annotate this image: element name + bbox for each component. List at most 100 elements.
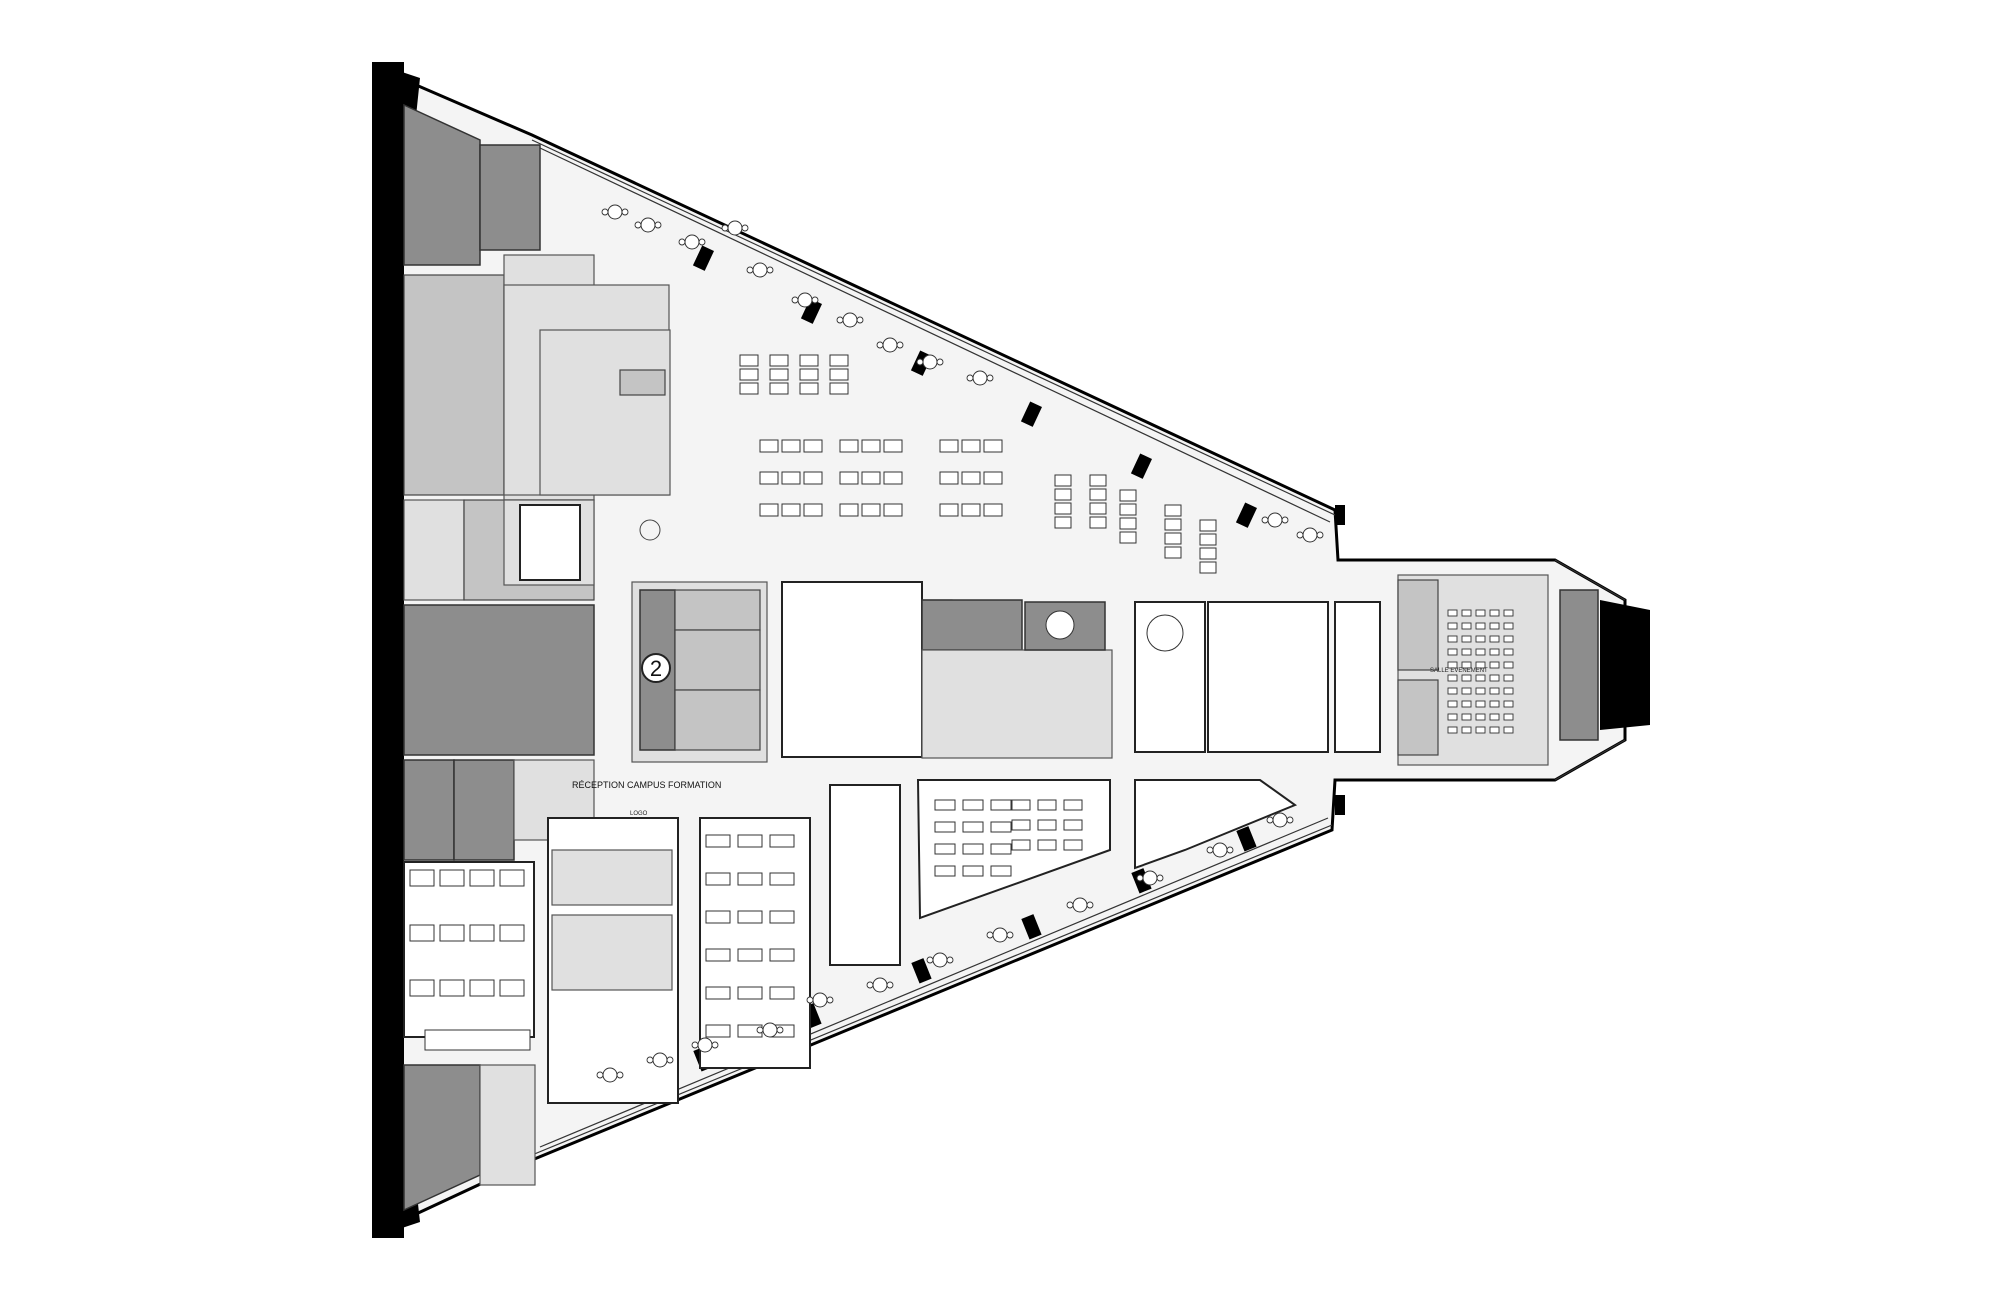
lounge-chair: [741, 224, 749, 232]
training-desk: [1011, 799, 1031, 811]
workstation-desk: [781, 439, 801, 453]
workstation-desk: [1164, 546, 1182, 559]
lounge-chair: [886, 981, 894, 989]
workstation-desk: [769, 368, 789, 381]
workstation-desk: [799, 382, 819, 395]
auditorium-seat: [1447, 648, 1458, 656]
workstation-desk: [759, 503, 779, 517]
training-desk: [962, 821, 984, 833]
lounge-table: [1302, 527, 1318, 543]
training-desk: [737, 910, 763, 924]
workstation-desk: [759, 439, 779, 453]
training-desk: [705, 872, 731, 886]
workstation-desk: [739, 354, 759, 367]
workstation-desk: [1199, 533, 1217, 546]
round-meeting-table: [1146, 614, 1184, 652]
office-desk: [499, 924, 525, 942]
workstation-desk: [1054, 516, 1072, 529]
auditorium-seat: [1489, 687, 1500, 695]
office-desk: [409, 869, 435, 887]
lounge-chair: [806, 996, 814, 1004]
lounge-table: [812, 992, 828, 1008]
training-desk: [737, 834, 763, 848]
lounge-chair: [678, 238, 686, 246]
lounge-chair: [1006, 931, 1014, 939]
workstation-desk: [829, 354, 849, 367]
workstation-desk: [961, 439, 981, 453]
auditorium-seat: [1489, 674, 1500, 682]
auditorium-seat: [1447, 726, 1458, 734]
workstation-desk: [1199, 547, 1217, 560]
workstation-desk: [861, 439, 881, 453]
workstation-desk: [759, 471, 779, 485]
lounge-chair: [698, 238, 706, 246]
lounge-table: [640, 217, 656, 233]
salle-evenement-label: SALLE EVENEMENT: [1430, 668, 1488, 674]
lounge-table: [1072, 897, 1088, 913]
training-desk: [705, 1024, 731, 1038]
lounge-chair: [634, 221, 642, 229]
lounge-table: [602, 1067, 618, 1083]
facade-columns: [692, 245, 1257, 1072]
lounge-chair: [791, 296, 799, 304]
auditorium-seat: [1503, 635, 1514, 643]
workstation-desk: [1089, 488, 1107, 501]
auditorium-seat: [1461, 609, 1472, 617]
auditorium-seat: [1475, 661, 1486, 669]
auditorium-seat: [1489, 609, 1500, 617]
auditorium-seat: [1461, 713, 1472, 721]
lounge-chair: [621, 208, 629, 216]
lounge-table: [932, 952, 948, 968]
lounge-chair: [746, 266, 754, 274]
workstation-desk: [781, 471, 801, 485]
auditorium-seat: [1503, 674, 1514, 682]
training-desk: [990, 843, 1012, 855]
training-desk: [769, 834, 795, 848]
lounge-chair: [666, 1056, 674, 1064]
auditorium-seat: [1447, 700, 1458, 708]
auditorium-seat: [1447, 674, 1458, 682]
auditorium-seat: [1489, 700, 1500, 708]
lounge-chair: [1296, 531, 1304, 539]
round-meeting-table: [1045, 610, 1075, 640]
training-desk: [1011, 839, 1031, 851]
office-desk: [499, 979, 525, 997]
training-desk: [769, 986, 795, 1000]
lounge-chair: [1206, 846, 1214, 854]
workstation-desk: [983, 439, 1003, 453]
workstation-desk: [983, 503, 1003, 517]
workstation-desk: [1054, 488, 1072, 501]
auditorium-seat: [1475, 713, 1486, 721]
auditorium-seat: [1475, 609, 1486, 617]
lounge-table: [697, 1037, 713, 1053]
workstation-desk: [1164, 532, 1182, 545]
lounge-chair: [1261, 516, 1269, 524]
lounge-chair: [1066, 901, 1074, 909]
lounge-table: [797, 292, 813, 308]
training-desk: [934, 799, 956, 811]
training-desk: [737, 986, 763, 1000]
workstation-desk: [839, 471, 859, 485]
lounge-chair: [1286, 816, 1294, 824]
office-desk: [469, 924, 495, 942]
lounge-table: [842, 312, 858, 328]
training-desk: [962, 865, 984, 877]
workstation-desk: [1199, 519, 1217, 532]
auditorium-seat: [1503, 726, 1514, 734]
lounge-chair: [966, 374, 974, 382]
office-desk: [409, 924, 435, 942]
training-desk: [1063, 799, 1083, 811]
training-desk: [1063, 839, 1083, 851]
auditorium-seat: [1461, 648, 1472, 656]
training-desk: [1011, 819, 1031, 831]
training-desk: [962, 799, 984, 811]
workstation-desk: [769, 382, 789, 395]
lounge-chair: [1266, 816, 1274, 824]
auditorium-seat: [1489, 648, 1500, 656]
workstation-desk: [799, 354, 819, 367]
workstation-desk: [883, 439, 903, 453]
lounge-chair: [616, 1071, 624, 1079]
auditorium-seat: [1475, 674, 1486, 682]
workstation-desk: [883, 471, 903, 485]
